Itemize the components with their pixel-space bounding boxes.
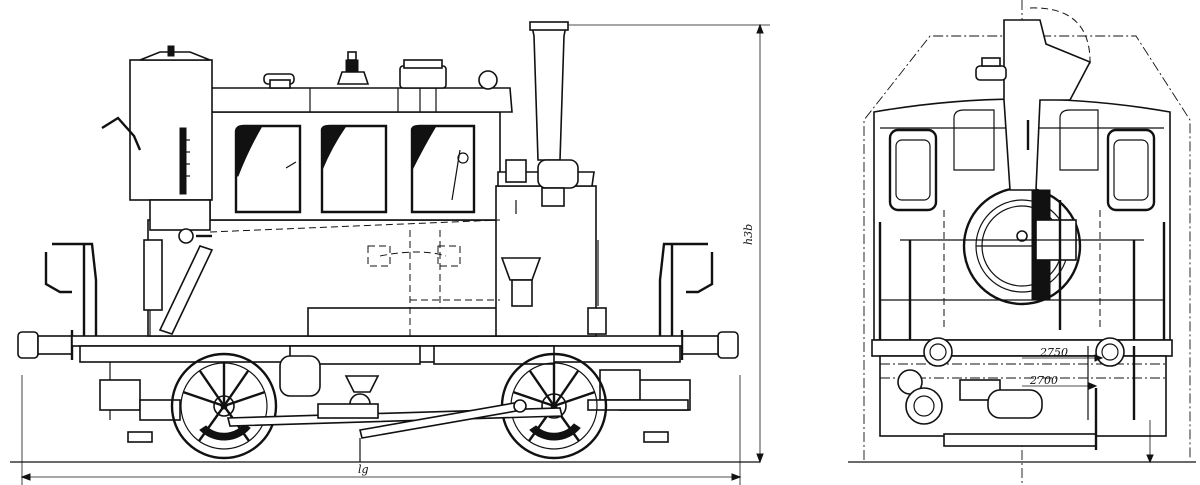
wheel-front <box>170 352 278 460</box>
length-dimension: lg <box>20 375 742 485</box>
buffer-left <box>17 330 74 360</box>
front-buffer-beam <box>871 339 1173 357</box>
footstep-right <box>643 431 669 443</box>
cab-windows <box>234 124 476 214</box>
front-buffers <box>923 337 1125 367</box>
front-width-dimensions: 2750 2700 <box>1022 346 1154 464</box>
smokebox-door <box>962 186 1082 330</box>
handrail-right <box>658 242 714 336</box>
side-elevation: lg h3b <box>10 21 770 485</box>
height-dimension: h3b <box>530 23 770 464</box>
hidden-lines <box>209 219 501 336</box>
front-column-left <box>101 45 213 244</box>
connecting-rods <box>226 399 564 462</box>
front-windows <box>888 109 1156 212</box>
smokebox <box>495 159 607 337</box>
frame-end-left <box>99 379 141 411</box>
height-dimension-label: h3b <box>742 224 755 245</box>
front-details <box>897 346 1136 450</box>
handrail-left <box>44 242 98 336</box>
column-casing <box>129 59 213 201</box>
running-board <box>71 335 683 347</box>
length-dimension-label: lg <box>358 463 369 476</box>
front-width-lower-label: 2700 <box>1029 374 1058 387</box>
underframe <box>139 345 689 421</box>
footstep-left <box>127 431 153 443</box>
front-width-upper-label: 2750 <box>1039 346 1068 359</box>
front-strut <box>143 239 214 336</box>
buffer-right <box>680 330 739 360</box>
front-handrails <box>878 210 1166 340</box>
chimney <box>529 21 569 161</box>
sand-box <box>344 375 380 393</box>
roof-fittings <box>263 51 498 112</box>
front-elevation: 2750 2700 <box>848 0 1196 485</box>
cab-roof <box>197 87 513 113</box>
chimney-front <box>975 7 1092 191</box>
